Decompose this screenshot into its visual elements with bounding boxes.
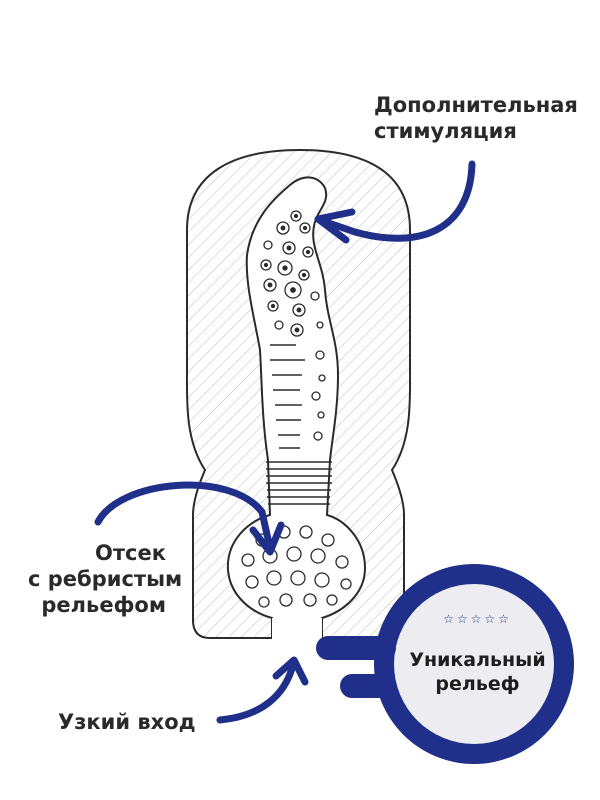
badge-line: рельеф xyxy=(435,673,520,695)
arrow-left-head xyxy=(249,521,285,556)
label-line: рельефом xyxy=(41,593,166,617)
arrow-top xyxy=(316,160,476,242)
label-ribbed-chamber: Отсек с ребристым рельефом xyxy=(28,540,183,618)
ribbed-section xyxy=(266,461,332,505)
label-line: стимуляция xyxy=(374,119,517,143)
unique-relief-badge xyxy=(316,564,574,764)
badge-text: Уникальный рельеф xyxy=(400,648,555,696)
arrow-bottom-head xyxy=(272,656,309,686)
arrow-bottom xyxy=(216,661,297,724)
label-line: Дополнительная xyxy=(374,93,578,117)
badge-stars-icon: ☆☆☆☆☆ xyxy=(425,612,530,644)
entrance-channel xyxy=(272,618,322,640)
stars-row: ☆☆☆☆☆ xyxy=(443,612,512,626)
badge-line: Уникальный xyxy=(409,649,546,671)
badge-tab-lower xyxy=(340,674,396,698)
label-line: Отсек xyxy=(95,541,166,565)
arrow-left xyxy=(94,481,274,552)
mid-texture xyxy=(270,344,305,449)
label-additional-stimulation: Дополнительная стимуляция xyxy=(374,92,578,144)
badge-tab-upper xyxy=(316,636,396,660)
arrows xyxy=(94,160,476,724)
label-narrow-entrance: Узкий вход xyxy=(58,710,196,734)
upper-texture xyxy=(260,210,326,441)
arrow-top-head xyxy=(314,208,356,244)
label-line: с ребристым xyxy=(28,567,183,591)
